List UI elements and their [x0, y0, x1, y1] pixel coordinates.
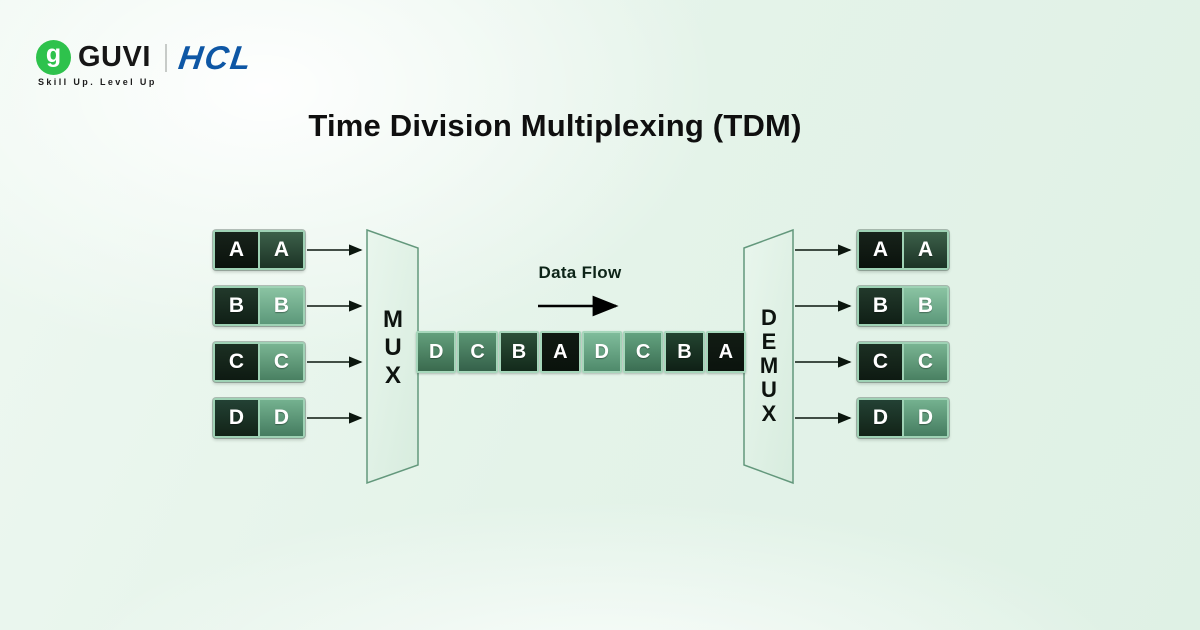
input-pair-d: D D [213, 398, 305, 438]
output-cell: A [859, 232, 902, 268]
channel-slot: D [416, 331, 457, 373]
input-cell: D [215, 400, 258, 436]
channel-slot: B [664, 331, 705, 373]
input-cell: A [215, 232, 258, 268]
logo-row: g GUVI HCL [36, 39, 255, 76]
input-pair-b: B B [213, 286, 305, 326]
input-cell: A [260, 232, 303, 268]
demux-label: DEMUX [759, 305, 779, 426]
input-pair-a: A A [213, 230, 305, 270]
logo-tagline: Skill Up. Level Up [38, 77, 157, 87]
output-cell: B [904, 288, 947, 324]
mux-label: MUX [383, 306, 403, 389]
guvi-g-glyph: g [45, 40, 62, 68]
output-cell: D [904, 400, 947, 436]
demux-shape [743, 228, 794, 485]
mux-shape [366, 228, 419, 485]
input-cell: C [260, 344, 303, 380]
output-cell: C [904, 344, 947, 380]
data-flow-label: Data Flow [538, 263, 622, 282]
output-cell: C [859, 344, 902, 380]
channel-slot: C [457, 331, 498, 373]
input-cell: B [215, 288, 258, 324]
channel-slot: B [498, 331, 540, 373]
output-cell: D [859, 400, 902, 436]
output-pair-d: D D [857, 398, 949, 438]
channel-slot: C [622, 331, 664, 373]
output-pair-a: A A [857, 230, 949, 270]
multiplexed-channel: D C B A D C B A [416, 331, 746, 373]
input-pair-c: C C [213, 342, 305, 382]
logo-divider [164, 43, 167, 72]
output-pair-b: B B [857, 286, 949, 326]
output-pair-c: C C [857, 342, 949, 382]
input-cell: D [260, 400, 303, 436]
channel-slot: A [540, 331, 581, 373]
channel-slot: D [581, 331, 622, 373]
output-cell: A [904, 232, 947, 268]
input-cell: B [260, 288, 303, 324]
channel-slot: A [705, 331, 746, 373]
input-cell: C [215, 344, 258, 380]
page-title: Time Division Multiplexing (TDM) [308, 108, 802, 143]
output-cell: B [859, 288, 902, 324]
guvi-logo-text: GUVI [78, 41, 151, 73]
guvi-logo-icon: g [36, 40, 71, 75]
